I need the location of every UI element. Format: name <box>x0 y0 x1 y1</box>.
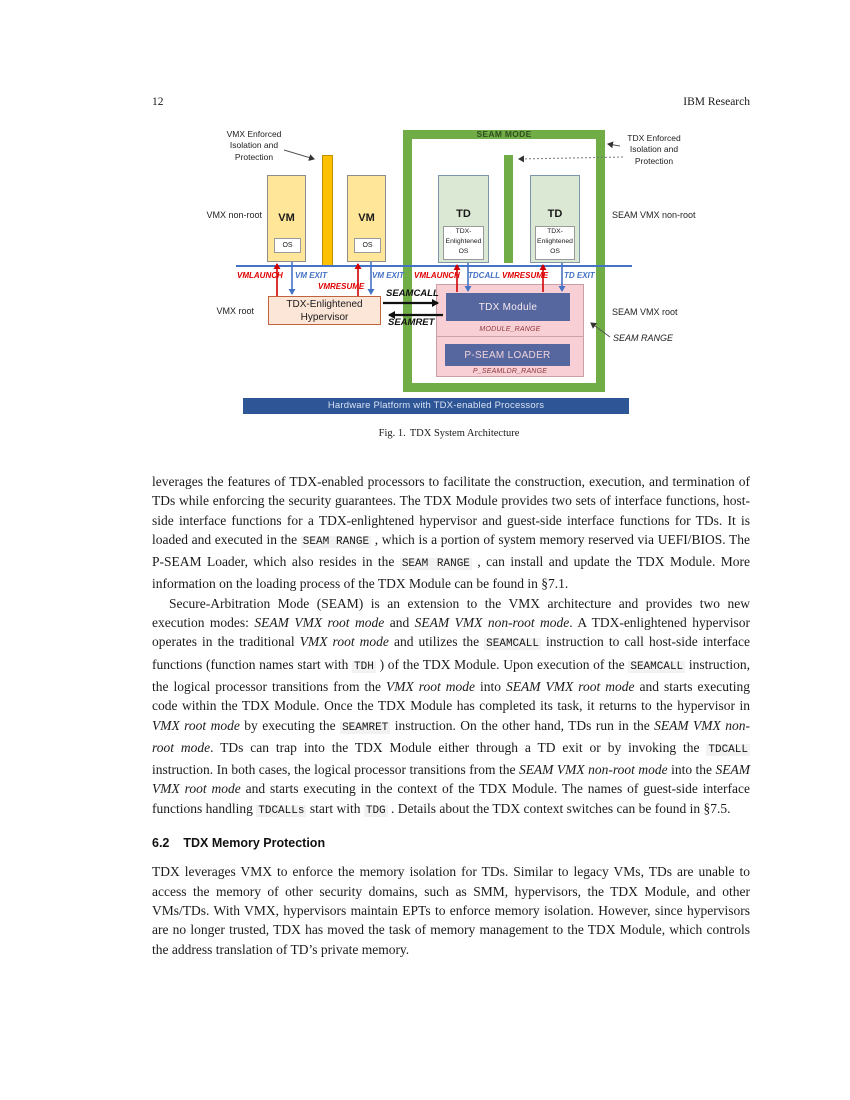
vm-box-2: VM OS <box>347 175 386 262</box>
section-number: 6.2 <box>152 836 170 851</box>
body-text: leverages the features of TDX-enabled pr… <box>152 472 750 959</box>
td-box-1: TD TDX- Enlightened OS <box>438 175 489 263</box>
vmx-isolation-bar <box>322 155 333 266</box>
tdx-module-box: TDX Module <box>446 293 570 321</box>
td-os-box: TDX- Enlightened OS <box>443 226 484 260</box>
tdexit-label: TD EXIT <box>564 271 595 280</box>
section-heading: 6.2 TDX Memory Protection <box>152 834 750 853</box>
module-range-label: MODULE_RANGE <box>479 326 541 333</box>
hardware-platform-bar: Hardware Platform with TDX-enabled Proce… <box>243 398 629 414</box>
paragraph: leverages the features of TDX-enabled pr… <box>152 474 750 592</box>
vmlaunch-label-1: VMLAUNCH <box>237 271 283 280</box>
vm-label: VM <box>358 212 375 224</box>
os-box: OS <box>354 238 381 253</box>
vmx-enforced-label: VMX Enforced Isolation and Protection <box>226 129 282 162</box>
hypervisor-box: TDX-Enlightened Hypervisor <box>268 296 381 325</box>
vmlaunch-label-2: VMLAUNCH <box>414 271 460 280</box>
seamcall-label: SEAMCALL <box>386 288 439 299</box>
td-os-box: TDX- Enlightened OS <box>535 226 575 260</box>
seam-vmx-nonroot-label: SEAM VMX non-root <box>612 210 696 220</box>
page-number: 12 <box>152 96 164 108</box>
figure-caption: Fig. 1.TDX System Architecture <box>152 428 750 439</box>
section-title: TDX Memory Protection <box>183 836 326 851</box>
td-box-2: TD TDX- Enlightened OS <box>530 175 580 263</box>
vmx-root-label: VMX root <box>216 306 254 316</box>
seam-vmx-root-label: SEAM VMX root <box>612 307 678 317</box>
vmx-nonroot-label: VMX non-root <box>206 210 262 220</box>
paragraph: Secure-Arbitration Mode (SEAM) is an ext… <box>152 595 751 817</box>
os-box: OS <box>274 238 301 253</box>
paragraph: TDX leverages VMX to enforce the memory … <box>152 864 750 957</box>
range-divider <box>437 336 583 337</box>
seam-mode-frame <box>403 130 605 392</box>
tdx-enforced-label: TDX Enforced Isolation and Protection <box>627 133 681 166</box>
vmexit-label-2: VM EXIT <box>372 271 405 280</box>
running-header-venue: IBM Research <box>683 96 750 108</box>
figure-caption-title: TDX System Architecture <box>409 428 520 439</box>
seam-mode-title: SEAM MODE <box>476 129 532 139</box>
seamret-label: SEAMRET <box>388 317 435 328</box>
vmresume-label-2: VMRESUME <box>502 271 549 280</box>
seam-range-label: SEAM RANGE <box>613 333 674 343</box>
td-label: TD <box>547 208 563 220</box>
tdcall-label: TDCALL <box>468 271 500 280</box>
vm-box-1: VM OS <box>267 175 306 262</box>
vmx-enforced-pointer <box>283 149 315 161</box>
vm-label: VM <box>278 212 295 224</box>
vmexit-label-1: VM EXIT <box>295 271 328 280</box>
tdx-isolation-bar <box>504 155 513 263</box>
td-label: TD <box>456 208 471 220</box>
pseam-loader-box: P-SEAM LOADER <box>445 344 570 366</box>
pseamldr-range-label: P_SEAMLDR_RANGE <box>472 368 548 375</box>
vmresume-label-1: VMRESUME <box>318 282 365 291</box>
figure-caption-label: Fig. 1. <box>378 428 406 439</box>
